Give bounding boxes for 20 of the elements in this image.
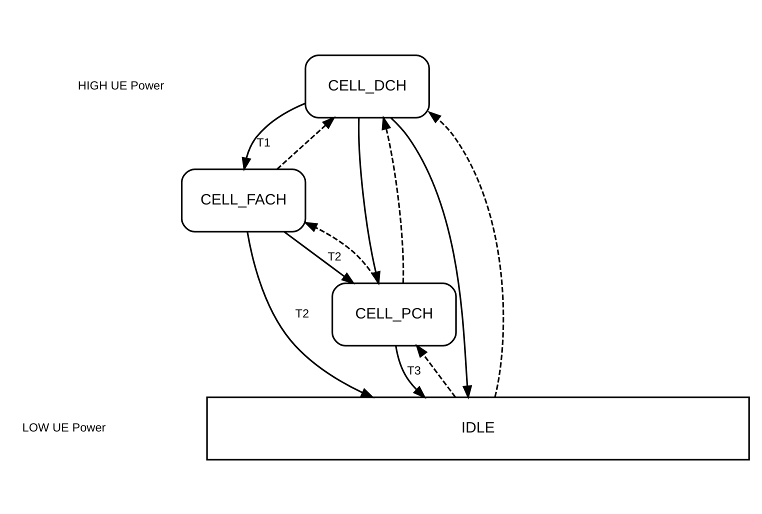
arrow — [415, 343, 456, 398]
edge-label: T1 — [256, 135, 270, 150]
edge-label: T3 — [407, 363, 421, 378]
arrow — [382, 115, 404, 283]
edge-label: T2 — [295, 306, 310, 320]
arrow — [242, 102, 306, 171]
node-box: IDLE — [206, 396, 750, 460]
label: HIGH UE Power — [78, 78, 164, 92]
node-box: CELL_PCH — [332, 282, 457, 346]
arrow — [428, 110, 504, 397]
arrow — [304, 221, 380, 284]
arrow — [276, 116, 336, 170]
arrow — [284, 230, 356, 284]
node-box: CELL_FACH — [180, 168, 306, 232]
label: LOW UE Power — [22, 420, 106, 434]
arrow — [390, 116, 472, 400]
arrow — [246, 231, 375, 398]
node-box: CELL_DCH — [304, 54, 430, 118]
edge-label: T2 — [328, 249, 342, 264]
arrow — [395, 345, 426, 398]
